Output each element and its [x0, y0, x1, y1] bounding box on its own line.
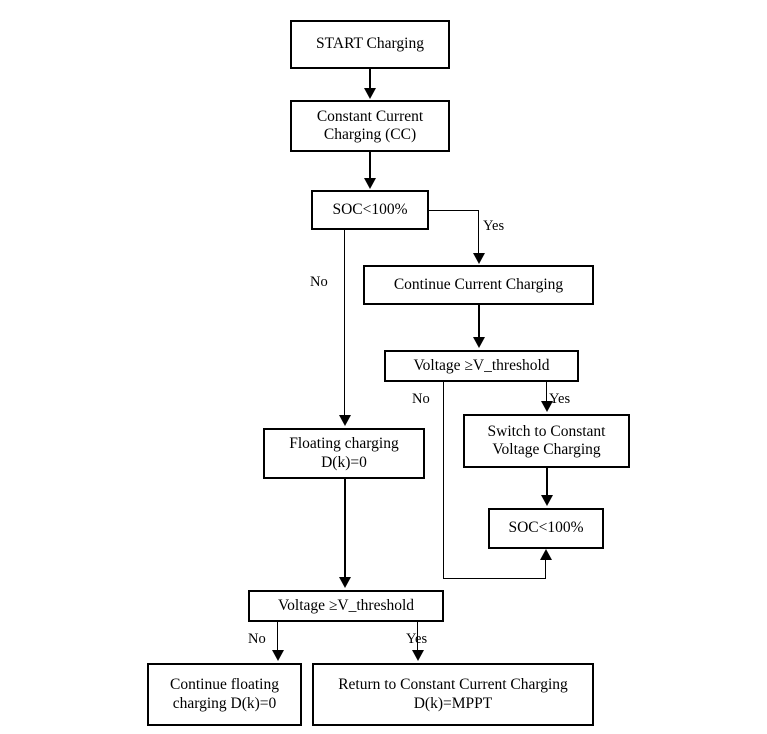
- edge-cc-to-soc1: [369, 152, 371, 179]
- edge-soc1-yes-arrowhead: [473, 253, 485, 264]
- node-soc-check-second-label: SOC<100%: [508, 519, 584, 537]
- node-soc-check-first: SOC<100%: [311, 190, 429, 230]
- node-return-to-constant-current: Return to Constant Current Charging D(k)…: [312, 663, 594, 726]
- edge-soc1-yes-horizontal: [429, 210, 479, 211]
- node-continue-current-charging: Continue Current Charging: [363, 265, 594, 305]
- edge-continue-to-volt1: [478, 305, 480, 338]
- node-constant-current-charging-label: Constant Current Charging (CC): [316, 107, 424, 143]
- node-floating-charging-label: Floating charging D(k)=0: [289, 435, 399, 471]
- node-voltage-threshold-lower: Voltage ≥V_threshold: [248, 590, 444, 622]
- edge-label-volt1-yes: Yes: [549, 391, 571, 407]
- node-soc-check-first-label: SOC<100%: [332, 200, 408, 218]
- node-voltage-threshold-upper: Voltage ≥V_threshold: [384, 350, 579, 382]
- edge-volt1-no-arrowhead: [540, 549, 552, 560]
- edge-switch-to-soc2: [546, 468, 548, 496]
- node-soc-check-second: SOC<100%: [488, 508, 604, 549]
- node-continue-current-charging-label: Continue Current Charging: [393, 275, 564, 293]
- edge-label-volt2-no: No: [248, 631, 266, 647]
- edge-volt1-no-vertical: [443, 382, 444, 579]
- edge-volt1-yes-vertical: [546, 382, 547, 402]
- edge-soc1-no-vertical: [344, 230, 345, 416]
- edge-volt1-no-horizontal: [443, 578, 546, 579]
- edge-volt1-no-riser: [545, 560, 546, 579]
- edge-floating-to-volt2-arrowhead: [339, 577, 351, 588]
- node-voltage-threshold-lower-label: Voltage ≥V_threshold: [277, 596, 415, 614]
- node-continue-floating-charging: Continue floating charging D(k)=0: [147, 663, 302, 726]
- edge-volt2-yes-vertical: [417, 622, 418, 651]
- edge-volt2-no-arrowhead: [272, 650, 284, 661]
- node-switch-to-constant-voltage-label: Switch to Constant Voltage Charging: [487, 422, 606, 458]
- node-start-label: START Charging: [316, 35, 424, 53]
- node-constant-current-charging: Constant Current Charging (CC): [290, 100, 450, 152]
- node-return-to-constant-current-label: Return to Constant Current Charging D(k)…: [338, 676, 568, 712]
- edge-label-soc1-no: No: [310, 274, 328, 290]
- edge-switch-to-soc2-arrowhead: [541, 495, 553, 506]
- edge-continue-to-volt1-arrowhead: [473, 337, 485, 348]
- edge-start-to-cc: [369, 69, 371, 89]
- edge-label-volt1-no: No: [412, 391, 430, 407]
- node-switch-to-constant-voltage: Switch to Constant Voltage Charging: [463, 414, 630, 468]
- edge-volt2-no-vertical: [277, 622, 278, 651]
- node-start: START Charging: [290, 20, 450, 69]
- edge-soc1-no-arrowhead: [339, 415, 351, 426]
- edge-floating-to-volt2: [344, 479, 346, 578]
- edge-start-to-cc-arrowhead: [364, 88, 376, 99]
- edge-label-soc1-yes: Yes: [483, 218, 505, 234]
- node-floating-charging: Floating charging D(k)=0: [263, 428, 425, 479]
- edge-soc1-yes-vertical: [478, 210, 479, 254]
- edge-volt1-yes-arrowhead: [541, 401, 553, 412]
- edge-volt2-yes-arrowhead: [412, 650, 424, 661]
- edge-label-volt2-yes: Yes: [406, 631, 428, 647]
- node-voltage-threshold-upper-label: Voltage ≥V_threshold: [413, 356, 550, 374]
- edge-cc-to-soc1-arrowhead: [364, 178, 376, 189]
- node-continue-floating-charging-label: Continue floating charging D(k)=0: [170, 676, 279, 712]
